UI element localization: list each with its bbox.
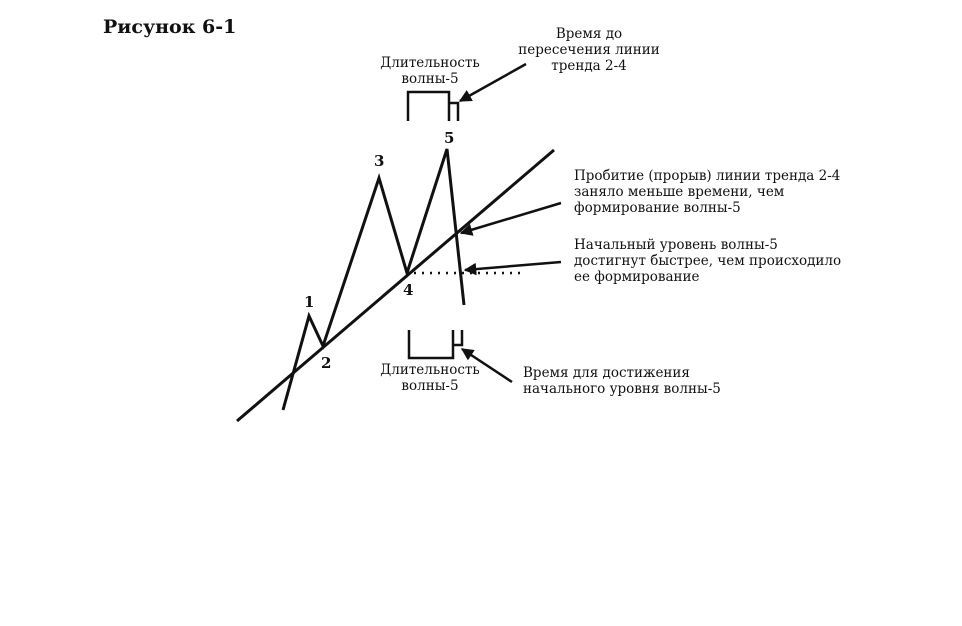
cross-time-label-line3: тренда 2-4 [551, 58, 627, 74]
figure-title: Рисунок 6-1 [103, 16, 236, 38]
start-level-note-line3: ее формирование [574, 269, 700, 285]
cross-time-arrow [458, 62, 527, 103]
top-bracket-label-line2: волны-5 [401, 71, 458, 87]
bottom-bracket-label-line1: Длительность [380, 362, 479, 378]
level-time-label-line2: начального уровня волны-5 [523, 381, 721, 397]
top-bracket-label-line1: Длительность [380, 55, 479, 71]
wave-label-4: 4 [403, 281, 413, 299]
level-time-arrow [460, 347, 513, 384]
cross-time-label-line2: пересечения линии [518, 42, 659, 58]
start-level-note-line1: Начальный уровень волны-5 [574, 237, 778, 253]
start-level-arrow [463, 260, 562, 276]
wave-label-1: 1 [304, 293, 314, 311]
breakout-arrow [459, 201, 562, 236]
wave-label-2: 2 [321, 354, 331, 372]
breakout-note-line3: формирование волны-5 [574, 200, 741, 216]
breakout-note-line1: Пробитие (прорыв) линии тренда 2-4 [574, 168, 840, 184]
cross-time-label-line1: Время до [556, 26, 622, 42]
wave-path [281, 148, 466, 411]
wave-label-5: 5 [444, 129, 454, 147]
start-level-note-line2: достигнут быстрее, чем происходило [574, 253, 841, 269]
top-duration-bracket [406, 90, 451, 121]
bottom-bracket-label-line2: волны-5 [401, 378, 458, 394]
level-time-label-line1: Время для достижения [523, 365, 690, 381]
wave-label-3: 3 [374, 152, 384, 170]
top-cross-time-bracket [449, 101, 460, 121]
breakout-note-line2: заняло меньше времени, чем [574, 184, 785, 200]
trend-line-2-4 [236, 148, 555, 423]
bottom-duration-bracket [407, 330, 455, 360]
bottom-level-time-bracket [453, 330, 464, 347]
